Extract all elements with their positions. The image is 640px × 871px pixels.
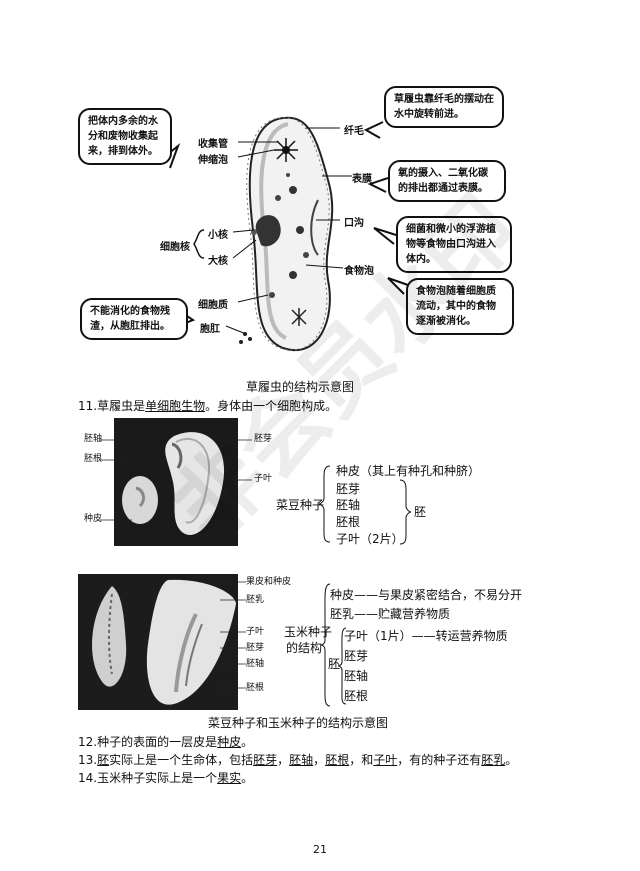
corn-title-line2: 的结构 [286,641,323,655]
corn-axis: 胚轴 [344,669,369,683]
bean-brace-outer [318,465,331,543]
corn-seed-photo [78,574,238,710]
statement-11-prefix: 11.草履虫是 [78,399,146,413]
statement-13: 13.胚实际上是一个生命体，包括胚芽，胚轴，胚根，和子叶，有的种子还有胚乳。 [78,752,517,768]
corn-root: 胚根 [344,689,369,703]
callout-pellicle: 氧的摄入、二氧化碳的排出都通过表膜。 [388,160,506,202]
bean-embryo: 胚 [414,505,427,519]
paramecium-caption: 草履虫的结构示意图 [246,380,355,394]
corn-label-endosperm: 胚乳 [246,595,265,605]
bean-label-cotyledon-right: 子叶 [254,474,273,484]
statement-14: 14.玉米种子实际上是一个果实。 [78,770,253,786]
bean-title: 菜豆种子 [276,498,325,512]
corn-embryo: 胚 [328,657,341,671]
corn-label-root: 胚根 [246,683,265,693]
statement-13-p2: 实际上是一个生命体，包括 [109,753,254,767]
paramecium-diagram: 把体内多余的水分和废物收集起来，排到体外。 不能消化的食物残渣，从胞肛排出。 草… [78,80,518,365]
label-contractile-vacuole: 伸缩泡 [198,155,228,166]
corn-cotyledon: 子叶（1片）——转运营养物质 [344,629,508,643]
statement-13-s1: ， [277,753,290,767]
statement-13-p4: 。 [505,753,518,767]
corn-seed-coat: 种皮——与果皮紧密结合，不易分开 [330,588,523,602]
bean-root: 胚根 [336,515,361,529]
label-nucleus: 细胞核 [160,242,190,253]
corn-label-plumule: 胚芽 [246,643,265,653]
statement-14-suffix: 。 [241,771,254,785]
corn-label-axis: 胚轴 [246,659,265,669]
statement-11-term: 单细胞生物 [145,399,206,413]
statement-11: 11.草履虫是单细胞生物。身体由一个细胞构成。 [78,398,337,414]
bean-leader-lines [100,439,252,521]
corn-leader-lines [200,581,246,689]
bean-seed-photo [114,418,238,546]
page-number: 21 [313,843,327,856]
statement-13-p1: 13. [78,753,98,767]
callout-food-vacuole: 食物泡随着细胞质流动，其中的食物逐渐被消化。 [406,278,514,335]
statement-13-t1: 胚 [97,753,110,767]
label-oral-groove: 口沟 [344,218,364,229]
statement-14-prefix: 14.玉米种子实际上是一个 [78,771,218,785]
label-micronucleus: 小核 [208,230,228,241]
statement-14-term: 果实 [217,771,242,785]
statement-12: 12.种子的表面的一层皮是种皮。 [78,734,253,750]
callout-anal-pore: 不能消化的食物残渣，从胞肛排出。 [80,298,188,340]
statement-11-suffix: 。身体由一个细胞构成。 [205,399,338,413]
label-macronucleus: 大核 [208,256,228,267]
callout-cilia: 草履虫靠纤毛的摆动在水中旋转前进。 [384,86,504,128]
label-pellicle: 表膜 [352,174,372,185]
callout-oral-groove: 细菌和微小的浮游植物等食物由口沟进入体内。 [396,216,512,273]
corn-brace-embryo [338,627,347,705]
corn-endosperm: 胚乳——贮藏营养物质 [330,607,451,621]
bean-label-plumule-right: 胚芽 [254,434,273,444]
corn-title-line1: 玉米种子 [284,625,333,639]
bean-seed-illustration [122,432,225,535]
bean-label-hypocotyl-left: 胚根 [84,454,103,464]
statement-12-suffix: 。 [241,735,254,749]
corn-label-pericarp: 果皮和种皮 [246,577,292,587]
bean-plumule: 胚芽 [336,482,361,496]
statement-13-s3: ，和 [349,753,374,767]
bean-label-seedcoat-left: 种皮 [84,514,103,524]
statement-13-t4: 胚根 [325,753,350,767]
bean-cotyledon: 子叶（2片） [336,532,404,546]
bean-brace-embryo [399,479,412,545]
bean-label-radicle-left: 胚轴 [84,434,103,444]
statement-13-t2: 胚芽 [253,753,278,767]
corn-label-cotyledon: 子叶 [246,627,265,637]
label-cilia: 纤毛 [344,126,364,137]
bean-seed-coat: 种皮（其上有种孔和种脐） [336,464,481,478]
statement-13-t3: 胚轴 [289,753,314,767]
statement-12-prefix: 12.种子的表面的一层皮是 [78,735,218,749]
label-anal-pore: 胞肛 [200,324,220,335]
callout-contractile: 把体内多余的水分和废物收集起来，排到体外。 [78,108,172,165]
statement-13-p3: ，有的种子还有 [397,753,482,767]
statement-13-t6: 胚乳 [481,753,506,767]
statement-12-term: 种皮 [217,735,242,749]
statement-13-s2: ， [313,753,326,767]
label-food-vacuole: 食物泡 [344,266,374,277]
corn-brace-outer [320,583,331,707]
label-cytoplasm: 细胞质 [198,300,228,311]
paramecium-illustration [162,116,409,351]
label-collecting-duct: 收集管 [198,139,228,150]
corn-seed-illustration [92,579,236,705]
statement-13-t5: 子叶 [373,753,398,767]
corn-plumule: 胚芽 [344,649,369,663]
bean-axis: 胚轴 [336,498,361,512]
seeds-caption: 菜豆种子和玉米种子的结构示意图 [208,716,389,730]
